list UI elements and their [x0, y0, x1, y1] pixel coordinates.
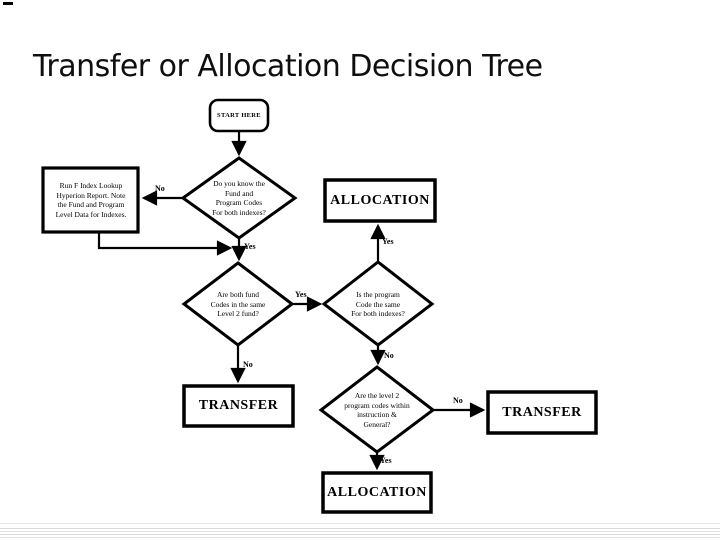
corner-mark — [3, 2, 13, 5]
decision-know-codes-label: Do you know the Fund and Program Codes F… — [212, 179, 266, 217]
start-node-shape — [208, 98, 270, 133]
edge-label-q1-yes: Yes — [244, 242, 256, 251]
edge-label-q4-no: No — [453, 396, 463, 405]
edge-label-q2-yes: Yes — [295, 290, 307, 299]
start-node-label: START HERE — [217, 112, 261, 119]
process-lookup-shape — [41, 166, 140, 234]
terminal-transfer-right-label: TRANSFER — [502, 404, 582, 420]
slide-title: Transfer or Allocation Decision Tree — [33, 49, 543, 84]
terminal-transfer-right-shape — [486, 390, 598, 435]
terminal-allocation-top-label: ALLOCATION — [330, 192, 430, 208]
terminal-transfer-left-shape — [182, 384, 295, 428]
decision-same-fund-shape — [181, 261, 295, 347]
edge-label-q4-yes: Yes — [380, 456, 392, 465]
footer-stripe — [0, 531, 720, 532]
edge-label-q1-no: No — [155, 184, 165, 193]
footer-stripe — [0, 523, 720, 524]
connector-lookup-to-q1yes-path — [97, 231, 233, 256]
terminal-allocation-bottom-label: ALLOCATION — [327, 484, 427, 500]
edge-label-q3-yes: Yes — [382, 237, 394, 246]
decision-instruction-general-shape — [318, 365, 436, 454]
decision-same-program-label: Is the program Code the same For both in… — [351, 290, 405, 319]
decision-know-codes-shape — [180, 156, 298, 240]
footer-stripe — [0, 528, 720, 529]
process-lookup-label: Run F Index Lookup Hyperion Report. Note… — [55, 181, 127, 219]
decision-same-fund-label: Are both fund Codes in the same Level 2 … — [210, 290, 266, 319]
footer-stripe — [0, 534, 720, 535]
decision-instruction-general-label: Are the level 2 program codes within ins… — [344, 391, 410, 429]
terminal-allocation-bottom-shape — [321, 471, 433, 514]
edge-label-q3-no: No — [384, 351, 394, 360]
edge-label-q2-no: No — [243, 360, 253, 369]
decision-same-program-shape — [321, 260, 435, 347]
terminal-allocation-top-shape — [323, 178, 437, 223]
terminal-transfer-left-label: TRANSFER — [198, 398, 279, 413]
footer-stripe — [0, 537, 720, 538]
